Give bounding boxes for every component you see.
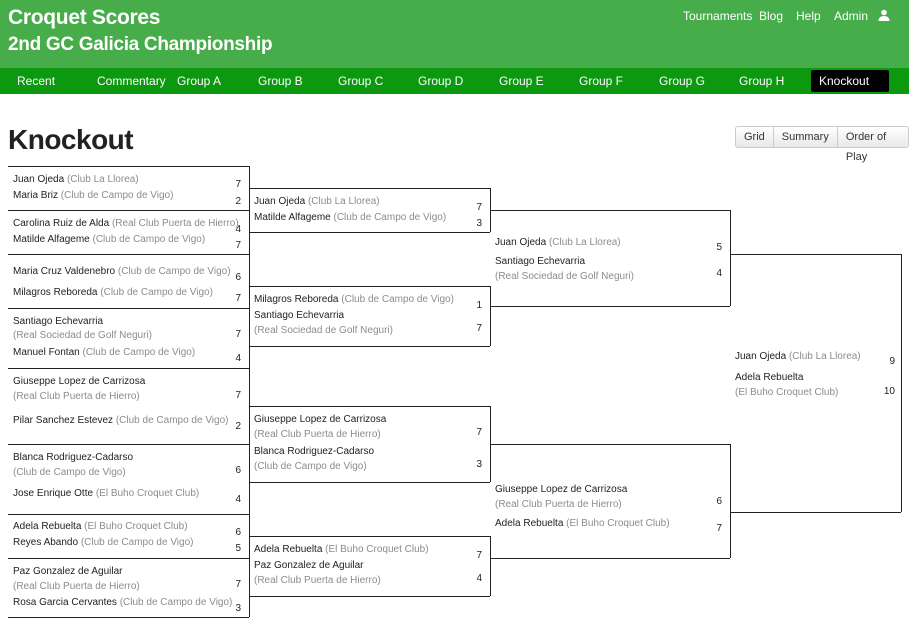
- round1-match-7-player1-club: (Real Club Puerta de Hierro): [13, 581, 140, 592]
- grid-button[interactable]: Grid: [735, 126, 774, 148]
- round2-match-3-player1-name: Adela Rebuelta (El Buho Croquet Club): [254, 544, 429, 555]
- tab-recent[interactable]: Recent: [17, 74, 56, 88]
- round1-match-6-player1-name: Adela Rebuelta (El Buho Croquet Club): [13, 521, 188, 532]
- round2-match-2-player1-club: (Real Club Puerta de Hierro): [254, 429, 381, 440]
- semi-match-0-player2-score: 4: [716, 268, 722, 279]
- round2-match-2-player2-name: Blanca Rodriguez-Cadarso: [254, 446, 375, 457]
- round1-match-3-player1-score: 7: [235, 329, 241, 340]
- round1-match-7-player2-score: 3: [235, 603, 241, 614]
- help-link[interactable]: Help: [796, 9, 821, 23]
- round1-match-2-player2-score: 7: [235, 293, 241, 304]
- tab-group-d[interactable]: Group D: [418, 74, 464, 88]
- tab-group-a[interactable]: Group A: [177, 74, 222, 88]
- round1-match-4-player1-club: (Real Club Puerta de Hierro): [13, 391, 140, 402]
- semi-match-0-player1-score: 5: [716, 242, 722, 253]
- round2-match-0-player1-name: Juan Ojeda (Club La Llorea): [254, 196, 380, 207]
- view-button-group: Grid Summary Order of Play: [735, 126, 909, 163]
- tab-group-c[interactable]: Group C: [338, 74, 384, 88]
- blog-link[interactable]: Blog: [759, 9, 784, 23]
- round1-match-4-player1-score: 7: [235, 390, 241, 401]
- round1-match-2-player1-score: 6: [235, 272, 241, 283]
- final-match-0-player1-name: Juan Ojeda (Club La Llorea): [735, 351, 861, 362]
- round1-match-0-player2-name: Maria Briz (Club de Campo de Vigo): [13, 190, 174, 201]
- round1-match-3-player1-name: Santiago Echevarria: [13, 316, 104, 327]
- tab-group-g[interactable]: Group G: [659, 74, 706, 88]
- final-match-0-player2-name: Adela Rebuelta: [735, 372, 804, 383]
- round1-match-1-player1-name: Carolina Ruiz de Alda (Real Club Puerta …: [13, 218, 239, 229]
- semi-match-0-player2-name: Santiago Echevarria: [495, 256, 586, 267]
- round2-match-0-player1-score: 7: [476, 202, 482, 213]
- final-match-0-player1-score: 9: [889, 356, 895, 367]
- tab-group-e[interactable]: Group E: [499, 74, 544, 88]
- tab-group-h[interactable]: Group H: [739, 74, 785, 88]
- round1-match-7-player1-name: Paz Gonzalez de Aguilar: [13, 566, 123, 577]
- order-of-play-button[interactable]: Order of Play: [836, 126, 909, 163]
- round2-match-2-player1-name: Giuseppe Lopez de Carrizosa: [254, 414, 387, 425]
- final-match-0-player2-score: 10: [883, 386, 895, 397]
- round2-match-1-player2-score: 7: [476, 323, 482, 334]
- round1-match-0-player2-score: 2: [235, 196, 241, 207]
- round1-match-6-player1-score: 6: [235, 527, 241, 538]
- round1-match-3-player1-club: (Real Sociedad de Golf Neguri): [13, 330, 152, 341]
- round1-match-6-player2-score: 5: [235, 543, 241, 554]
- round1-match-5-player1-score: 6: [235, 465, 241, 476]
- round2-match-2-player1-score: 7: [476, 427, 482, 438]
- round2-match-3-player2-name: Paz Gonzalez de Aguilar: [254, 560, 364, 571]
- semi-match-1-player1-club: (Real Club Puerta de Hierro): [495, 499, 622, 510]
- round1-match-5-player2-name: Jose Enrique Otte (El Buho Croquet Club): [13, 488, 200, 499]
- semi-match-0-player1-name: Juan Ojeda (Club La Llorea): [495, 237, 621, 248]
- page-title: Knockout: [8, 124, 134, 155]
- semi-match-1-player2-score: 7: [716, 523, 722, 534]
- nav-bar: Recent Commentary Group A Group B Group …: [0, 68, 909, 94]
- site-header: Croquet Scores 2nd GC Galicia Championsh…: [0, 0, 909, 68]
- round1-match-7-player2-name: Rosa Garcia Cervantes (Club de Campo de …: [13, 597, 233, 608]
- round1-match-1-player2-name: Matilde Alfageme (Club de Campo de Vigo): [13, 234, 206, 245]
- round2-match-2-player2-club: (Club de Campo de Vigo): [254, 461, 367, 472]
- tab-group-b[interactable]: Group B: [258, 74, 303, 88]
- final-match-0-player2-club: (El Buho Croquet Club): [735, 387, 839, 398]
- tab-commentary[interactable]: Commentary: [97, 74, 166, 88]
- semi-match-1-player2-name: Adela Rebuelta (El Buho Croquet Club): [495, 518, 670, 529]
- round2-match-0-player2-score: 3: [476, 218, 482, 229]
- round2-match-0-player2-name: Matilde Alfageme (Club de Campo de Vigo): [254, 212, 447, 223]
- round2-match-3-player1-score: 7: [476, 550, 482, 561]
- round2-match-3-player2-club: (Real Club Puerta de Hierro): [254, 575, 381, 586]
- round1-match-4-player2-score: 2: [235, 421, 241, 432]
- round1-match-7-player1-score: 7: [235, 579, 241, 590]
- round1-match-2-player2-name: Milagros Reboreda (Club de Campo de Vigo…: [13, 287, 213, 298]
- round1-match-3-player2-name: Manuel Fontan (Club de Campo de Vigo): [13, 347, 196, 358]
- round2-match-2-player2-score: 3: [476, 459, 482, 470]
- summary-button[interactable]: Summary: [772, 126, 838, 148]
- round1-match-6-player2-name: Reyes Abando (Club de Campo de Vigo): [13, 537, 194, 548]
- tab-group-f[interactable]: Group F: [579, 74, 624, 88]
- round1-match-4-player2-name: Pilar Sanchez Estevez (Club de Campo de …: [13, 415, 229, 426]
- round1-match-5-player2-score: 4: [235, 494, 241, 505]
- semi-match-1-player1-score: 6: [716, 496, 722, 507]
- site-title[interactable]: Croquet Scores: [8, 6, 161, 29]
- round2-match-1-player1-name: Milagros Reboreda (Club de Campo de Vigo…: [254, 294, 454, 305]
- round2-match-3-player2-score: 4: [476, 573, 482, 584]
- round1-match-5-player1-name: Blanca Rodriguez-Cadarso: [13, 452, 134, 463]
- tournaments-link[interactable]: Tournaments: [683, 9, 753, 23]
- round1-match-5-player1-club: (Club de Campo de Vigo): [13, 467, 126, 478]
- round1-match-1-player2-score: 7: [235, 240, 241, 251]
- round2-match-1-player2-name: Santiago Echevarria: [254, 310, 345, 321]
- round2-match-1-player2-club: (Real Sociedad de Golf Neguri): [254, 325, 393, 336]
- round1-match-0-player1-name: Juan Ojeda (Club La Llorea): [13, 174, 139, 185]
- tab-knockout[interactable]: Knockout: [811, 70, 889, 92]
- user-icon[interactable]: [878, 9, 890, 21]
- event-title[interactable]: 2nd GC Galicia Championship: [8, 34, 273, 55]
- round1-match-2-player1-name: Maria Cruz Valdenebro (Club de Campo de …: [13, 266, 231, 277]
- semi-match-0-player2-club: (Real Sociedad de Golf Neguri): [495, 271, 634, 282]
- semi-match-1-player1-name: Giuseppe Lopez de Carrizosa: [495, 484, 628, 495]
- admin-link[interactable]: Admin: [834, 9, 869, 23]
- round1-match-0-player1-score: 7: [235, 179, 241, 190]
- round1-match-3-player2-score: 4: [235, 353, 241, 364]
- round2-match-1-player1-score: 1: [476, 300, 482, 311]
- round1-match-1-player1-score: 4: [235, 224, 241, 235]
- round1-match-4-player1-name: Giuseppe Lopez de Carrizosa: [13, 376, 146, 387]
